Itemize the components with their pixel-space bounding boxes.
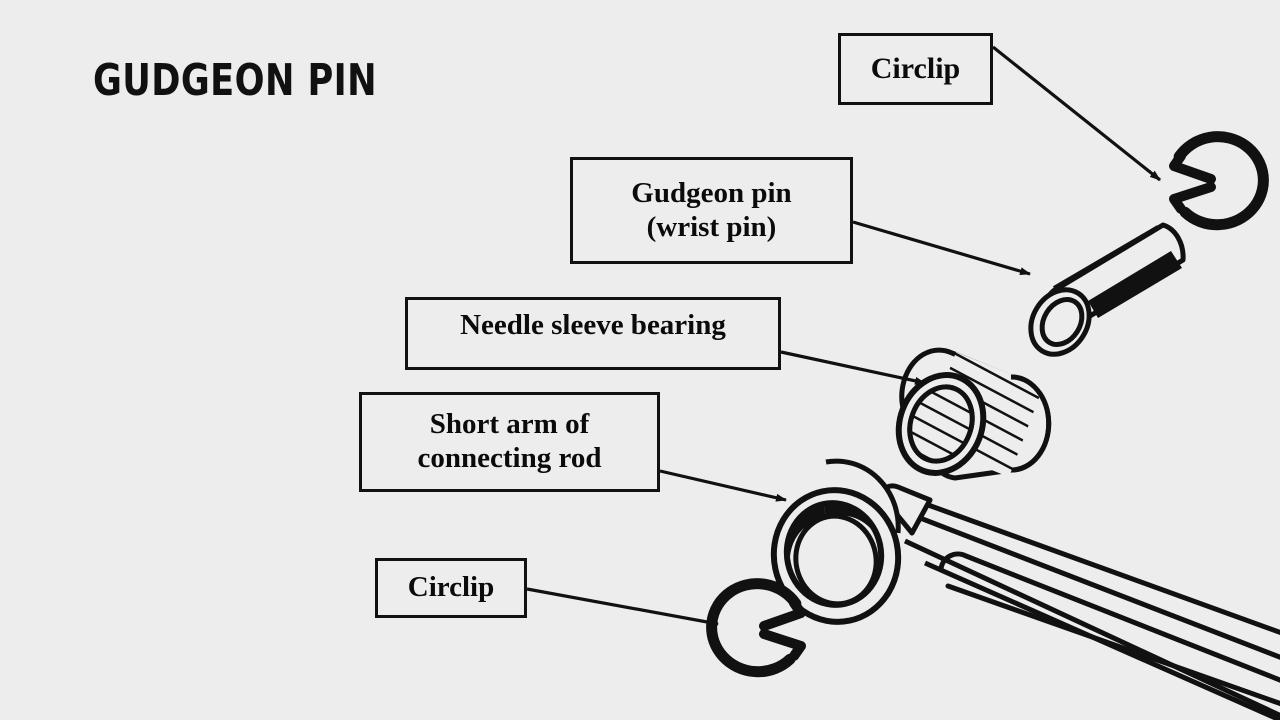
callout-short-arm-line-1: Short arm of	[429, 408, 590, 441]
top-circlip-part	[1169, 131, 1269, 231]
leader-gudgeon-pin	[852, 220, 1031, 276]
callout-gudgeon-pin[interactable]: Gudgeon pin (wrist pin)	[570, 157, 853, 264]
callout-circlip-top[interactable]: Circlip	[838, 33, 993, 105]
callout-circlip-bottom-line-1: Circlip	[407, 571, 495, 604]
needle-sleeve-bearing-part	[895, 347, 1052, 481]
callout-needle-sleeve-bearing[interactable]: Needle sleeve bearing	[405, 297, 781, 370]
leader-circlip-bottom	[526, 587, 719, 627]
callout-short-arm-line-2: connecting rod	[417, 442, 602, 474]
leader-circlip-top	[992, 45, 1161, 182]
callout-circlip-top-line-1: Circlip	[870, 51, 961, 85]
leader-short-arm	[659, 469, 787, 502]
callout-circlip-bottom[interactable]: Circlip	[375, 558, 527, 618]
callout-short-arm-of-connecting-rod[interactable]: Short arm of connecting rod	[359, 392, 660, 492]
callout-gudgeon-pin-line-1: Gudgeon pin	[631, 176, 792, 209]
callout-gudgeon-pin-line-2: (wrist pin)	[646, 210, 777, 243]
gudgeon-pin-part	[1028, 222, 1186, 357]
leader-needle-bearing	[780, 350, 926, 385]
callout-needle-sleeve-bearing-line-1: Needle sleeve bearing	[460, 309, 726, 341]
connecting-rod-small-end-part	[770, 458, 1280, 720]
page-title: GUDGEON PIN	[93, 55, 378, 106]
